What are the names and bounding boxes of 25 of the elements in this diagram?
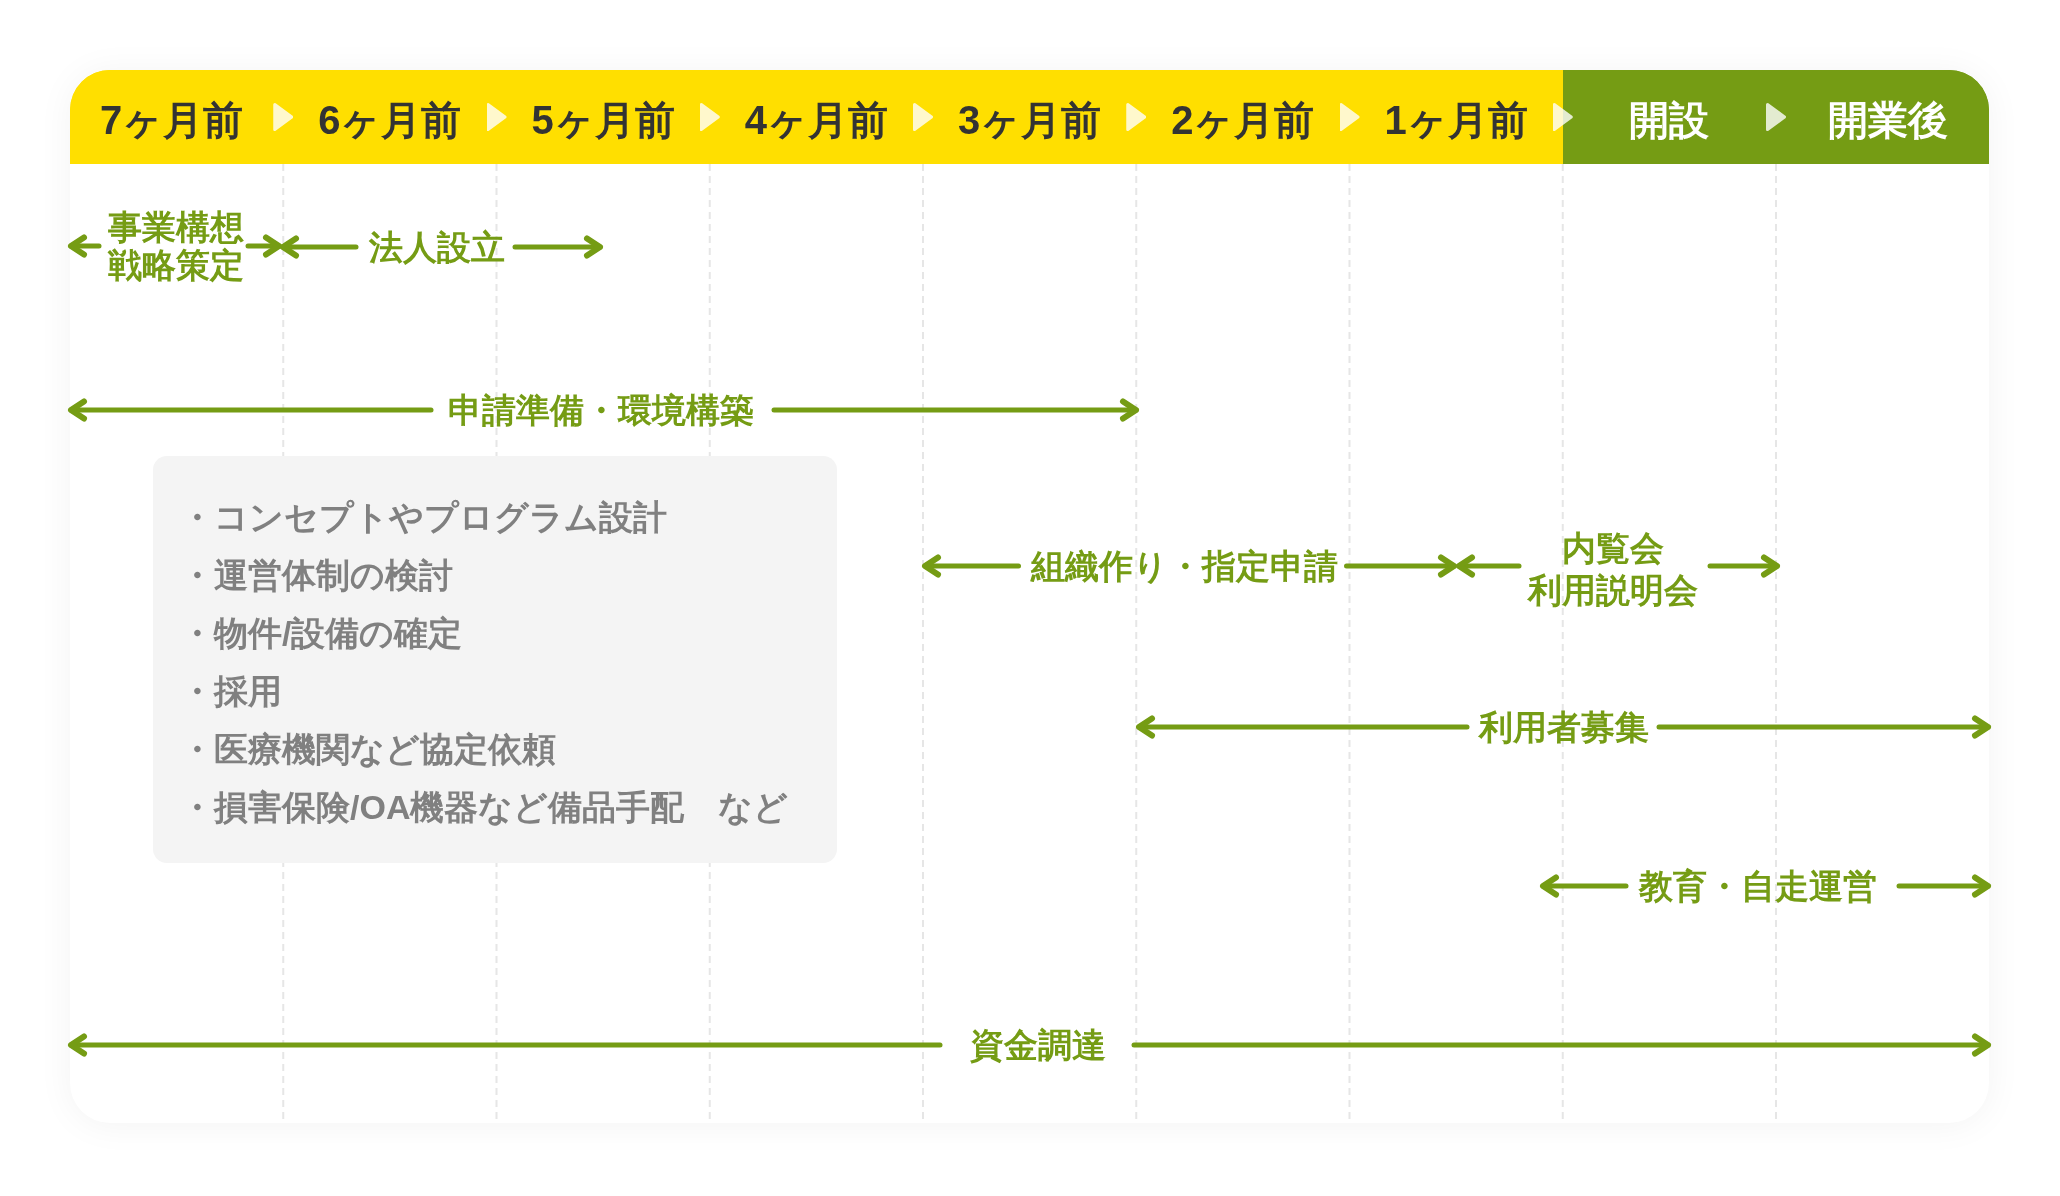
list-item: ・物件/設備の確定 bbox=[180, 613, 464, 654]
list-item: ・医療機関など協定依頼 bbox=[180, 729, 557, 770]
chevron-arrow bbox=[1766, 103, 1786, 131]
chevron-arrow bbox=[1126, 103, 1147, 131]
task-label: 法人設立 bbox=[369, 227, 505, 267]
task-label: 事業構想 bbox=[108, 207, 244, 247]
note-panel bbox=[153, 456, 837, 863]
list-item: ・採用 bbox=[180, 671, 283, 712]
task-label: 申請準備・環境構築 bbox=[448, 390, 754, 430]
task-label: 組織作り・指定申請 bbox=[1030, 546, 1338, 586]
chevron-arrow bbox=[699, 103, 720, 131]
task-label: 資金調達 bbox=[970, 1025, 1106, 1065]
list-item: ・コンセプトやプログラム設計 bbox=[180, 497, 668, 538]
task-label: 利用者募集 bbox=[1479, 707, 1649, 747]
task-label: 戦略策定 bbox=[108, 245, 244, 285]
chevron-arrow bbox=[1552, 103, 1573, 131]
chevron-arrow bbox=[273, 103, 294, 131]
chevron-arrow bbox=[913, 103, 933, 131]
chevron-arrow bbox=[486, 103, 507, 131]
task-label: 利用説明会 bbox=[1528, 570, 1698, 610]
list-item: ・運営体制の検討 bbox=[180, 555, 454, 596]
task-label: 内覧会 bbox=[1562, 528, 1664, 568]
chevron-arrow bbox=[1339, 103, 1360, 131]
task-label: 教育・自走運営 bbox=[1639, 866, 1877, 906]
list-item: ・損害保険/OA機器など備品手配 など bbox=[180, 787, 790, 828]
